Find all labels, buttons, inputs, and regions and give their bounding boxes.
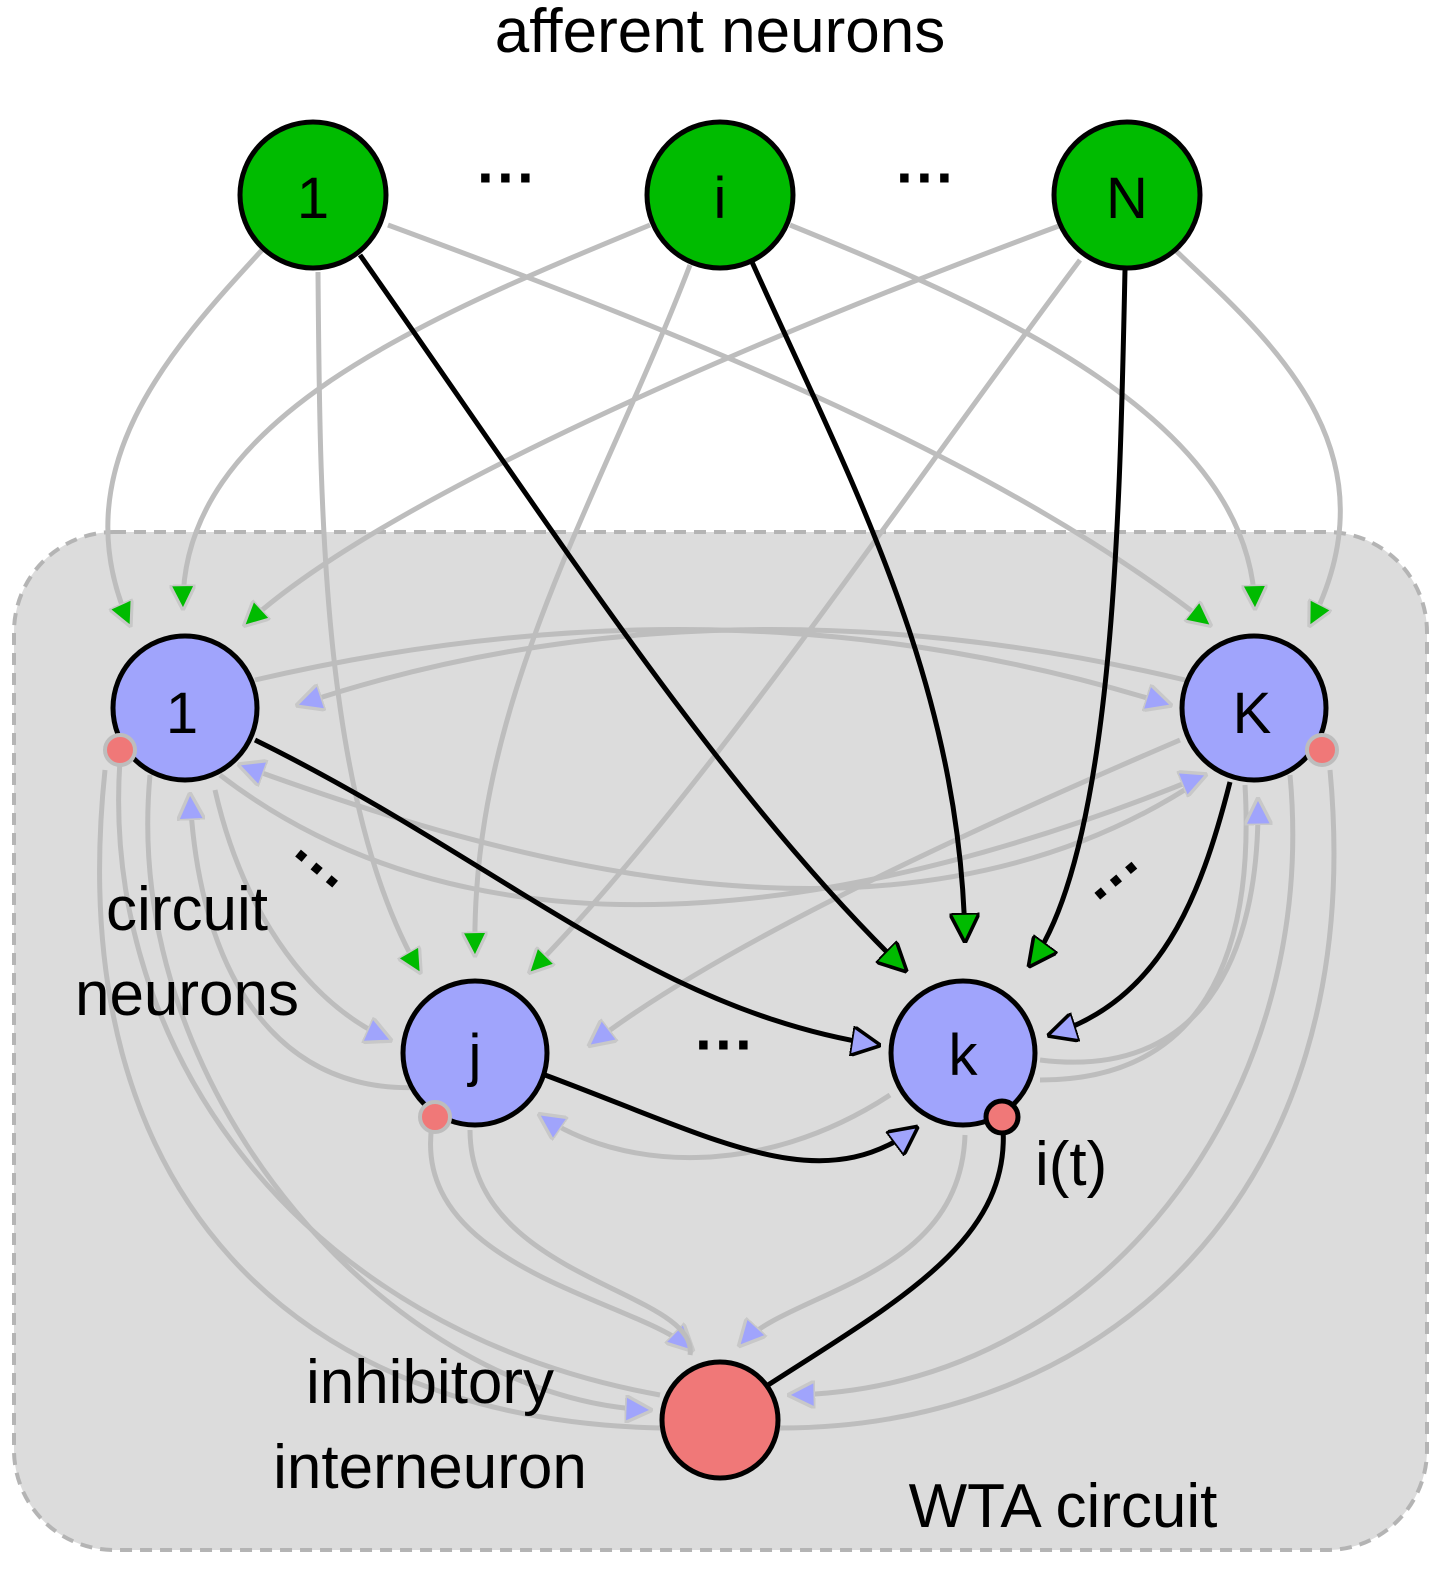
edge-cK-c1-low bbox=[240, 765, 1202, 891]
edge-c1-cK-low bbox=[218, 775, 1205, 908]
inh-synapse-ck bbox=[983, 1098, 1021, 1136]
edge-a1-cj bbox=[315, 271, 420, 972]
strong-a1-ck bbox=[357, 253, 905, 970]
circuit-node-K bbox=[1179, 633, 1329, 783]
strong-cK-ck bbox=[1050, 781, 1233, 1035]
inh-synapse-cj bbox=[418, 1100, 452, 1134]
labels: afferent neurons circuit neurons inhibit… bbox=[75, 0, 1217, 1541]
edge-ck-cK bbox=[1039, 800, 1258, 1065]
strong-ai-ck bbox=[749, 260, 965, 940]
edge-cj-c1 bbox=[190, 795, 471, 1091]
edge-aN-cj bbox=[530, 258, 1083, 972]
edge-ai-cK bbox=[789, 222, 1255, 608]
strong-cj-ck bbox=[544, 1072, 916, 1164]
edge-aN-cK bbox=[1173, 248, 1343, 625]
circuit-node-1 bbox=[110, 633, 260, 783]
edge-cK-inh bbox=[790, 774, 1296, 1395]
afferent-node-1 bbox=[237, 119, 389, 271]
faint-recurrent-edges bbox=[97, 627, 1337, 1431]
inh-synapse-cK bbox=[1305, 733, 1339, 767]
circuit-neurons-label-line1: circuit bbox=[106, 875, 268, 944]
circuit-node-1-label: 1 bbox=[166, 681, 198, 746]
circuit-node-k bbox=[888, 978, 1038, 1128]
strong-c1-ck bbox=[253, 737, 878, 1045]
strong-edges bbox=[253, 253, 1233, 1388]
afferent-neurons-label: afferent neurons bbox=[495, 0, 945, 66]
afferent-layer: 1 i N bbox=[237, 119, 1203, 271]
circuit-node-j-label: j bbox=[467, 1023, 482, 1088]
circuit-node-K-label: K bbox=[1233, 681, 1272, 746]
edge-cj-inh bbox=[428, 1124, 692, 1350]
inhibitory-synapses bbox=[103, 733, 1339, 1136]
edge-aN-c1 bbox=[245, 217, 1076, 625]
edge-cj-inh-b bbox=[467, 1129, 693, 1356]
inhibitory-label-line1: inhibitory bbox=[306, 1348, 554, 1417]
edge-ck-inh bbox=[740, 1134, 968, 1345]
edge-inh-cj-1 bbox=[116, 759, 661, 1398]
afferent-node-N bbox=[1051, 119, 1203, 271]
edge-cK-cj bbox=[590, 737, 1181, 1045]
ellipsis-afferent-left: ··· bbox=[477, 144, 537, 211]
inhibitory-interneuron-node bbox=[659, 1359, 781, 1481]
it-label: i(t) bbox=[1035, 1130, 1107, 1199]
edge-ai-cj bbox=[475, 264, 693, 955]
afferent-node-i-label: i bbox=[714, 166, 727, 231]
ellipsis-circuit-middle: ··· bbox=[695, 1011, 755, 1078]
edge-ai-c1 bbox=[183, 222, 651, 608]
edge-cK-c1 bbox=[298, 627, 1186, 705]
circuit-node-j bbox=[400, 978, 550, 1128]
inhibitory-label-line2: interneuron bbox=[273, 1433, 587, 1502]
edge-c1-inh-b bbox=[97, 769, 661, 1431]
afferent-node-i bbox=[644, 119, 796, 271]
inh-synapse-c1 bbox=[103, 733, 137, 767]
circuit-layer: 1 K j k bbox=[110, 633, 1329, 1128]
circuit-neurons-label-line2: neurons bbox=[75, 960, 299, 1029]
strong-aN-ck bbox=[1030, 269, 1128, 965]
strong-ck-inh bbox=[766, 1127, 1006, 1388]
edge-a1-c1 bbox=[105, 248, 264, 625]
edge-cK-inh-b bbox=[779, 769, 1337, 1431]
edge-ck-cj bbox=[540, 1092, 892, 1160]
edge-c1-cj bbox=[212, 789, 390, 1040]
afferent-node-N-label: N bbox=[1106, 166, 1148, 231]
afferent-node-1-label: 1 bbox=[297, 166, 329, 231]
wta-circuit-label: WTA circuit bbox=[909, 1472, 1218, 1541]
circuit-node-k-label: k bbox=[949, 1023, 979, 1088]
ellipsis-afferent-right: ··· bbox=[896, 144, 956, 211]
